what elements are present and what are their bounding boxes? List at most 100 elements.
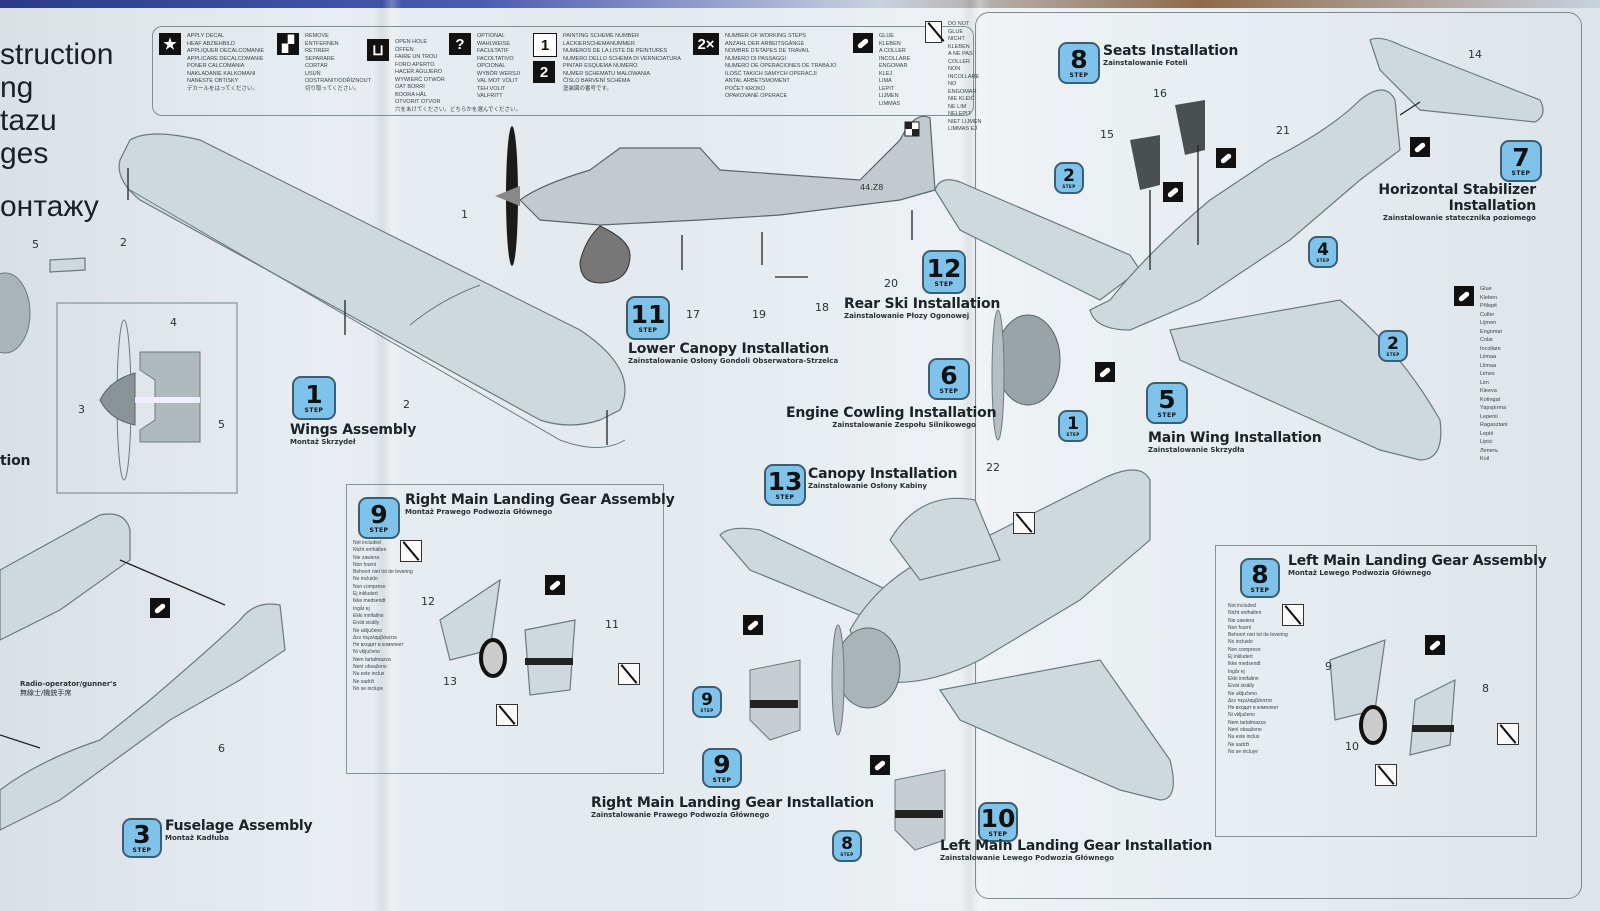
glue-icon	[743, 615, 763, 635]
canopy-part	[889, 497, 1001, 581]
do-not-glue-icon	[1375, 764, 1397, 786]
instruction-title: struction ng tazu ges онтажу	[0, 38, 113, 223]
detail-box	[56, 302, 238, 494]
symbol-legend: ★ APPLY DECAL HEAF ABZIEHBILD APPLIQUER …	[152, 21, 982, 132]
step-5-caption: Main Wing Installation Zainstalowanie Sk…	[1148, 430, 1322, 454]
do-not-glue-icon	[1282, 604, 1304, 626]
legend-item-open-hole: ⊔ OPEN HOLE ÖFFEN FAIRE UN TROU FORO APE…	[367, 39, 521, 114]
step-8-left-gear-caption: Left Main Landing Gear Assembly Montaż L…	[1288, 553, 1547, 577]
partial-caption: tion	[0, 453, 31, 469]
step-3-caption: Fuselage Assembly Montaż Kadłuba	[165, 818, 313, 842]
part-number: 9	[1325, 660, 1332, 673]
glue-icon	[150, 598, 170, 618]
part-number: 10	[1345, 740, 1359, 753]
optional-icon: ?	[449, 33, 471, 55]
title-line: ges	[0, 137, 49, 170]
open-hole-icon: ⊔	[367, 39, 389, 61]
step-9-detail-box	[346, 484, 664, 774]
part-number: 11	[605, 618, 619, 631]
legend-item-remove: ▞ REMOVE ENTFERNEN RETIRER SEPARARE CORT…	[277, 33, 371, 93]
glue-icon	[1425, 635, 1445, 655]
right-wing	[1169, 299, 1442, 461]
glue-language-list: Glue Kleben Přilepit Coller Lijmen Engom…	[1480, 286, 1508, 462]
title-line: онтажу	[0, 190, 99, 223]
part-number: 1	[461, 208, 468, 221]
glue-icon	[545, 575, 565, 595]
part-number: 2	[403, 398, 410, 411]
part-number: 18	[815, 301, 829, 314]
not-included-list: Not included Nicht enthalten Nie zawiera…	[1228, 603, 1288, 755]
part-number: 21	[1276, 124, 1290, 137]
legend-item-painting-scheme: 1 2 PAINTING SCHEME NUMBER LACKIERSCHEMA…	[533, 33, 681, 93]
glue-icon	[870, 755, 890, 775]
step-9-assembly-caption: Right Main Landing Gear Assembly Montaż …	[405, 492, 675, 516]
step-13-caption: Canopy Installation Zainstalowanie Osłon…	[808, 466, 958, 490]
bottom-fuselage	[849, 469, 1151, 684]
legend-item-do-not-glue: DO NOT GLUE NICHT KLEBEN A NE PAS COLLER…	[925, 21, 984, 134]
title-line: tazu	[0, 104, 57, 137]
part-number: 19	[752, 308, 766, 321]
part-number: 16	[1153, 87, 1167, 100]
do-not-glue-icon	[618, 663, 640, 685]
horizontal-stabilizer	[1369, 37, 1544, 123]
bottom-right-wing	[938, 659, 1174, 801]
step-12-caption: Rear Ski Installation Zainstalowanie Pło…	[844, 296, 1001, 320]
star-decal-icon: ★	[159, 33, 181, 55]
radio-operator-note: Radio-operator/gunner's 無線士/機銃手席	[20, 680, 117, 697]
side-view-aircraft	[519, 115, 936, 226]
step-9-installation-caption: Right Main Landing Gear Installation Zai…	[591, 795, 874, 819]
fuselage-top	[1089, 89, 1401, 331]
painting-scheme-1-icon: 1	[533, 33, 557, 57]
legend-item-repeat: 2× NUMBER OF WORKING STEPS ANZAHL DER AR…	[693, 33, 836, 101]
step-11-caption: Lower Canopy Installation Zainstalowanie…	[628, 341, 839, 365]
part-number: 14	[1468, 48, 1482, 61]
remove-icon: ▞	[277, 33, 299, 55]
legend-item-apply-decal: ★ APPLY DECAL HEAF ABZIEHBILD APPLIQUER …	[159, 33, 264, 93]
part-number: 20	[884, 277, 898, 290]
part-number: 4	[170, 316, 177, 329]
title-line: struction	[0, 38, 114, 71]
glue-icon	[853, 33, 873, 53]
part-number: 17	[686, 308, 700, 321]
repeat-2x-icon: 2×	[693, 33, 719, 55]
title-line: ng	[0, 71, 34, 104]
step-1-caption: Wings Assembly Montaż Skrzydeł	[290, 422, 417, 446]
glue-icon	[1216, 148, 1236, 168]
not-included-list: Not included Nicht enthalten Nie zawiera…	[353, 540, 413, 692]
step-8-seats-caption: Seats Installation Zainstalowanie Foteli	[1103, 43, 1239, 67]
do-not-glue-icon	[1497, 723, 1519, 745]
page-border	[975, 12, 1582, 899]
part-number: 5	[218, 418, 225, 431]
step-6-caption: Engine Cowling Installation Zainstalowan…	[786, 405, 997, 429]
do-not-glue-icon	[496, 704, 518, 726]
step-7-caption: Horizontal Stabilizer Installation Zains…	[1378, 182, 1536, 222]
do-not-glue-icon	[925, 21, 943, 43]
background-top-strip	[0, 0, 1600, 8]
left-wing	[934, 179, 1141, 301]
paper-fold	[372, 0, 402, 911]
glue-icon	[1410, 137, 1430, 157]
wing-drawing	[118, 133, 626, 426]
painting-scheme-2-icon: 2	[533, 61, 555, 83]
do-not-glue-icon	[400, 540, 422, 562]
step-10-caption: Left Main Landing Gear Installation Zain…	[940, 838, 1213, 862]
